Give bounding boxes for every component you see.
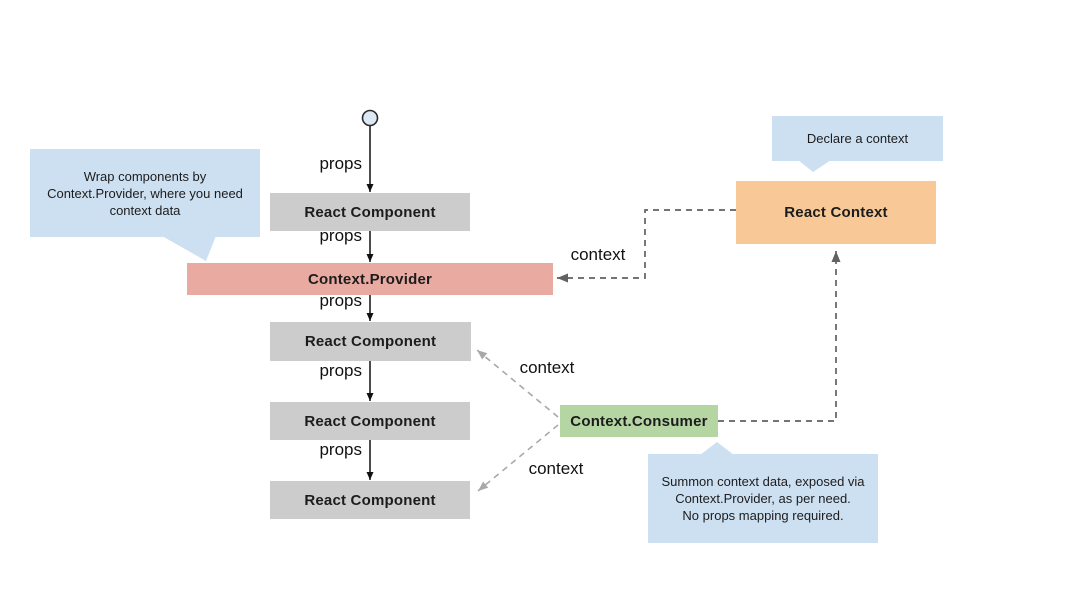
context-arrow-to-component-4 <box>477 424 559 492</box>
props-label-4: props <box>319 361 362 380</box>
start-node-icon <box>361 109 379 127</box>
callout-summon-context: Summon context data, exposed via Context… <box>648 454 878 543</box>
node-react-component-2: React Component <box>270 322 471 361</box>
callout-summon-context-line1: Summon context data, exposed via Context… <box>661 474 865 506</box>
callout-wrap-components-text: Wrap components by Context.Provider, whe… <box>47 168 243 218</box>
node-react-component-4: React Component <box>270 481 470 519</box>
props-label-2: props <box>319 226 362 245</box>
wrap-callout-tail <box>162 236 216 261</box>
node-react-context: React Context <box>736 181 936 244</box>
props-label-1: props <box>319 154 362 173</box>
context-label-to-provider: context <box>570 245 626 264</box>
callout-declare-context-text: Declare a context <box>806 131 909 146</box>
node-react-component-1: React Component <box>270 193 470 231</box>
declare-callout-tail <box>798 160 831 172</box>
callout-wrap-components: Wrap components by Context.Provider, whe… <box>30 149 260 237</box>
callout-summon-context-line2: No props mapping required. <box>682 508 844 523</box>
node-context-provider: Context.Provider <box>187 263 553 295</box>
callout-declare-context: Declare a context <box>772 116 943 161</box>
context-label-to-component-4: context <box>528 459 584 478</box>
node-react-component-3: React Component <box>270 402 470 440</box>
node-context-consumer: Context.Consumer <box>560 405 718 437</box>
props-label-5: props <box>319 440 362 459</box>
context-arrow-to-provider <box>557 209 736 283</box>
consumer-to-context-arrow <box>718 251 841 422</box>
context-label-to-component-2: context <box>519 358 575 377</box>
props-label-3: props <box>319 291 362 310</box>
